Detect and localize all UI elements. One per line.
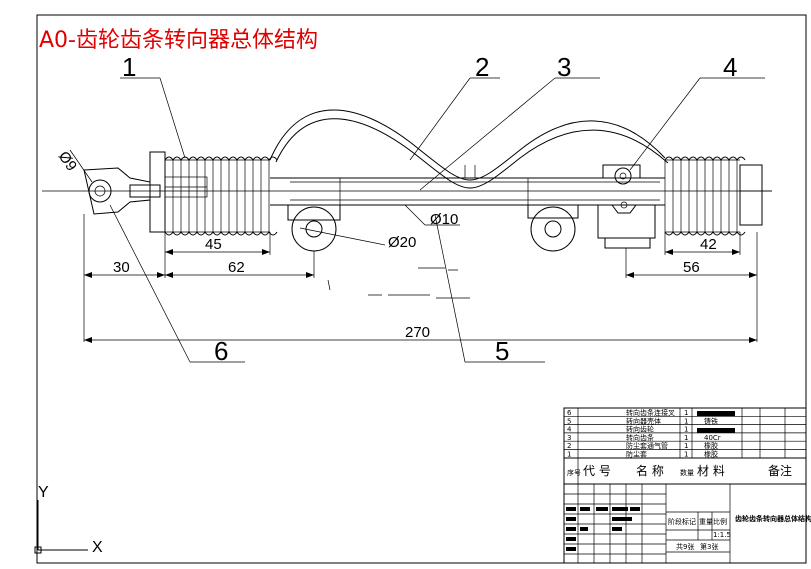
dim-d10: Ø10	[430, 211, 458, 228]
bom-row-name: 转向齿轮	[626, 425, 654, 434]
dimension-lines	[69, 149, 758, 343]
title-block	[563, 483, 807, 564]
housing-body	[270, 164, 665, 252]
bom-row-qty: 1	[684, 409, 688, 417]
part-leaders	[109, 77, 765, 363]
title-block-drawing-name: 齿轮齿条转向器总体结构	[735, 514, 811, 523]
bom-row-no: 1	[567, 451, 571, 459]
title-block-signature-mark	[566, 537, 576, 541]
bom-header-qty: 数量	[680, 468, 694, 477]
dim-45: 45	[205, 236, 222, 253]
title-block-signature-mark	[596, 507, 608, 511]
bom-row-material: 40Cr	[704, 434, 721, 442]
dim-30: 30	[113, 259, 130, 276]
bom-row-qty: 1	[684, 451, 688, 459]
dim-56: 56	[683, 259, 700, 276]
right-dust-boot	[664, 156, 772, 236]
dim-62: 62	[228, 259, 245, 276]
bom-row-name: 转向齿条	[626, 433, 654, 442]
bom-row-no: 3	[567, 434, 571, 442]
title-block-stage: 阶段标记	[668, 517, 696, 526]
dim-d20: Ø20	[388, 234, 416, 251]
drawing-title: A0-齿轮齿条转向器总体结构	[39, 28, 318, 53]
title-block-signature-mark	[612, 517, 632, 521]
dim-d9: Ø9	[55, 148, 80, 174]
bom-row-no: 5	[567, 417, 571, 425]
title-block-weight: 重量	[699, 518, 713, 526]
title-block-signature-mark	[566, 527, 576, 531]
bom-row-name: 防尘套通气管	[626, 441, 668, 450]
part-label-5: 5	[495, 336, 509, 366]
bom-header-name: 名 称	[636, 463, 664, 478]
bom-row-qty: 1	[684, 417, 688, 425]
bom-row-material: 橡胶	[704, 450, 718, 459]
bom-row-qty: 1	[684, 426, 688, 434]
drawing-frame	[36, 14, 807, 564]
title-block-signature-mark	[630, 507, 640, 511]
bom-header-code: 代 号	[583, 464, 611, 478]
vent-pipe	[269, 109, 666, 181]
part-label-2: 2	[475, 52, 489, 82]
title-block-sheet-no: 第3张	[700, 542, 718, 551]
title-block-signature-mark	[566, 517, 576, 521]
bom-row-qty: 1	[684, 434, 688, 442]
title-block-signature-mark	[566, 507, 576, 511]
title-block-signature-mark	[566, 547, 576, 551]
dim-42: 42	[700, 236, 717, 253]
bom-row-name: 转向器壳体	[626, 416, 661, 425]
bom-header-seq: 序号	[567, 468, 581, 477]
dim-270: 270	[405, 324, 430, 341]
bom-row-no: 2	[567, 442, 571, 450]
ucs-icon	[34, 500, 88, 554]
left-boot-rib-outline	[164, 156, 278, 236]
vent-pipe-inner	[275, 118, 669, 189]
bom-row-no: 6	[567, 409, 572, 417]
part-label-6: 6	[214, 336, 228, 366]
bom-header-note: 备注	[768, 463, 792, 478]
bom-row-no: 4	[567, 426, 572, 434]
title-block-signature-mark	[612, 507, 628, 511]
bom-row-qty: 1	[684, 442, 688, 450]
title-block-signature-mark	[580, 527, 588, 531]
title-block-scale-value: 1:1.5	[713, 531, 731, 539]
part-label-3: 3	[557, 52, 571, 82]
left-dust-boot	[149, 151, 278, 236]
ucs-y-label: Y	[38, 484, 49, 501]
title-block-signature-mark	[612, 527, 622, 531]
bom-row-name: 转向齿条连接叉	[626, 408, 675, 417]
bom-row-material: 橡胶	[704, 441, 718, 450]
title-block-sheets-total: 共9张	[676, 542, 694, 551]
part-label-4: 4	[723, 52, 737, 82]
bom-row-material: 铸铁	[704, 416, 718, 425]
right-boot-rib-outline	[664, 156, 746, 236]
title-block-signature-mark	[580, 507, 590, 511]
title-block-scale-label: 比例	[713, 517, 727, 526]
part-label-1: 1	[122, 52, 136, 82]
bom-row-name: 防尘套	[626, 450, 647, 459]
bom-header-material: 材 料	[697, 464, 725, 478]
ucs-x-label: X	[92, 539, 103, 556]
